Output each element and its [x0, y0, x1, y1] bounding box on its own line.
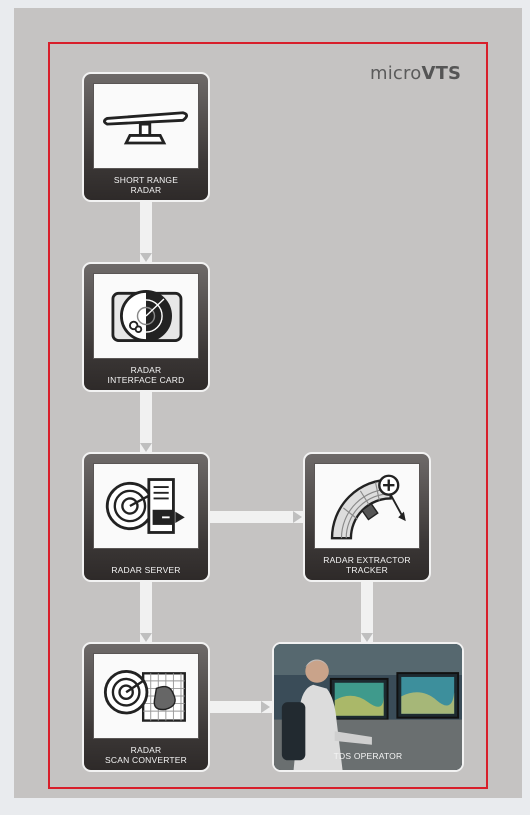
connector-server-to-extractor	[210, 511, 305, 523]
node-label: RADAR SCAN CONVERTER	[84, 745, 208, 765]
node-label: RADAR INTERFACE CARD	[84, 365, 208, 385]
node-label: RADAR EXTRACTOR TRACKER	[305, 555, 429, 575]
node-radar-extractor-tracker: RADAR EXTRACTOR TRACKER	[303, 452, 431, 582]
node-short-range-radar: SHORT RANGE RADAR	[82, 72, 210, 202]
node-label: TDS OPERATOR	[274, 751, 462, 761]
node-radar-server: RADAR SERVER	[82, 452, 210, 582]
arrow-radar-to-card	[140, 253, 152, 262]
arrow-extractor-to-operator	[361, 633, 373, 642]
scan-converter-icon	[93, 653, 199, 739]
node-tds-operator: TDS OPERATOR	[272, 642, 464, 772]
brand-suffix: VTS	[421, 63, 461, 84]
radar-antenna-icon	[93, 83, 199, 169]
arrow-converter-to-operator	[261, 701, 270, 713]
node-label: RADAR SERVER	[84, 565, 208, 575]
arrow-server-to-extractor	[293, 511, 302, 523]
radar-server-icon	[93, 463, 199, 549]
microvts-logo: microVTS	[370, 63, 461, 84]
radar-interface-card-icon	[93, 273, 199, 359]
node-radar-interface-card: RADAR INTERFACE CARD	[82, 262, 210, 392]
radar-extractor-icon	[314, 463, 420, 549]
arrow-server-to-converter	[140, 633, 152, 642]
node-radar-scan-converter: RADAR SCAN CONVERTER	[82, 642, 210, 772]
arrow-card-to-server	[140, 443, 152, 452]
brand-prefix: micro	[370, 63, 421, 84]
node-label: SHORT RANGE RADAR	[84, 175, 208, 195]
